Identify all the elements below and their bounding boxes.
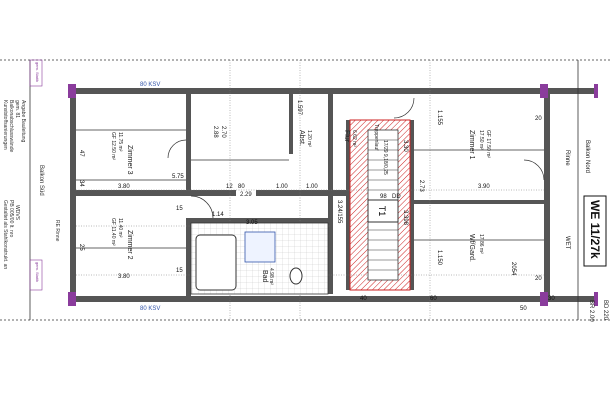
room-bad-area: 4.98 m² [268, 268, 274, 285]
note-right-2: BR 2.00 [588, 300, 594, 322]
dim-380-top: 3.80 [118, 184, 130, 190]
note-left-2: Balkonabschlusswände [8, 100, 14, 152]
shower [244, 231, 276, 263]
ksv-bottom: 80 KSV [140, 306, 160, 312]
room-zimmer1-extra: GF 17.50 m² [485, 130, 491, 158]
dim-20-a: 20 [535, 116, 542, 122]
dd-label: DD [392, 194, 401, 200]
room-abst-name: Abst. [298, 130, 305, 146]
note-box-bottom [29, 259, 43, 291]
dim-60: 60 [430, 296, 437, 302]
dim-100-a: 1.00 [276, 184, 288, 190]
room-wf-area: 17.86 m² [478, 234, 484, 254]
note-left-5: Gestaltet als Stahlkonstrukt. an [2, 200, 8, 269]
dim-2054: 2054 [510, 262, 516, 276]
note-box-top [29, 59, 43, 87]
t1-box [367, 199, 399, 223]
note-left-1: Kunststoffsanierungen [2, 100, 8, 150]
dim-114: 1.14 [212, 212, 224, 218]
f70-label: 2.70 [220, 126, 226, 138]
rinne-label: Rinne [564, 150, 570, 166]
bathtub [195, 234, 237, 291]
dim-80: 80 [238, 184, 245, 190]
room-flur-name: Flur [343, 130, 350, 143]
room-zimmer2-area: 11.40 m² [117, 218, 123, 238]
room-zimmer3-extra: GF 12.50 m² [110, 132, 116, 160]
interior-walls [76, 94, 544, 296]
t1-label: T1 [377, 206, 387, 217]
room-labels: Zimmer 3 11.75 m² GF 12.50 m² Zimmer 2 1… [110, 130, 491, 285]
dim-3398: 3.398 [402, 210, 408, 226]
dim-50: 50 [520, 306, 527, 312]
note-left-6: PB 005/00 lt. nro [8, 200, 14, 237]
note-right-1: Balkon Nord [584, 140, 590, 173]
dim-30: 30 [548, 296, 555, 302]
room-bad-name: Bad [261, 270, 268, 283]
dim-98: 98 [380, 194, 387, 200]
room-zimmer3-area: 11.75 m² [117, 132, 123, 152]
balcony-edges [68, 84, 598, 306]
dim-380-bottom: 3.80 [118, 274, 130, 280]
dimension-numbers: 3.80 3.80 5.75 3.05 1.14 1.00 1.00 2.73 … [78, 100, 555, 312]
note-right-3: BD 220 [602, 300, 608, 321]
secondary-lines [0, 59, 611, 321]
height-label: 2.29 [240, 192, 252, 198]
exterior-walls [68, 88, 598, 302]
room-wf-name: Wf/Gard. [468, 234, 475, 262]
room-abst-area: 1.20 m² [306, 130, 312, 147]
side-notes-left: Kunststoffsanierungen Balkonabschlusswän… [2, 59, 60, 291]
note-box-top-text: gem. Statik [35, 62, 40, 82]
stair-label: Treppenlauf [373, 124, 379, 151]
note-left-7: WDVS [14, 205, 20, 221]
dim-15-b: 15 [176, 268, 183, 274]
room-zimmer1-area: 17.50 m² [478, 130, 484, 150]
note-left-3: gem. 81 [14, 100, 20, 118]
dimension-lines [76, 60, 544, 320]
dim-47: 47 [78, 150, 84, 157]
dim-3245: 3.24/155 [336, 200, 342, 224]
room-flur-area: 6.62 m² [351, 130, 357, 147]
dim-20-b: 20 [535, 276, 542, 282]
note-left-9: RE Rinne [54, 220, 60, 242]
dim-25: 25 [78, 244, 84, 251]
stair-dims: 17/29 9,18/0,25 [382, 140, 388, 175]
dim-390: 3.90 [478, 184, 490, 190]
dim-273: 2.73 [418, 180, 424, 192]
dim-330: 3.30 [402, 140, 408, 152]
note-left-4: Angabe Bauleitung [20, 100, 26, 142]
dim-34: 34 [78, 180, 84, 187]
note-box-bottom-text: gem. Statik [35, 262, 40, 282]
dim-1150: 1.150 [436, 250, 442, 266]
room-zimmer2-extra: GF 11.40 m² [110, 218, 116, 246]
dim-15-a: 15 [176, 206, 183, 212]
misc-labels: 80 KSV 80 KSV Treppenlauf 17/29 9,18/0,2… [140, 82, 570, 312]
dim-100-b: 1.00 [306, 184, 318, 190]
room-zimmer3-name: Zimmer 3 [126, 145, 133, 175]
side-notes-right: Balkon Nord BR 2.00 BD 220 [584, 140, 608, 322]
plan-id-box [583, 195, 607, 267]
plan-id: WE 11/27k [588, 200, 602, 259]
dim-1597: 1.597 [296, 100, 302, 116]
dim-12: 12 [226, 184, 233, 190]
dim-575: 5.75 [172, 174, 184, 180]
stair-treads [368, 139, 398, 271]
dim-305: 3.05 [246, 220, 258, 226]
wet-label: WET [564, 236, 570, 250]
toilet [289, 267, 303, 285]
note-left-8: Balkon Süd [38, 165, 44, 196]
room-zimmer2-name: Zimmer 2 [126, 230, 133, 260]
flag-label: 2.88 [212, 126, 218, 138]
ksv-top: 80 KSV [140, 82, 160, 88]
dim-1155: 1.155 [436, 110, 442, 126]
room-zimmer1-name: Zimmer 1 [468, 130, 475, 160]
dim-40: 40 [360, 296, 367, 302]
doors [167, 97, 545, 219]
